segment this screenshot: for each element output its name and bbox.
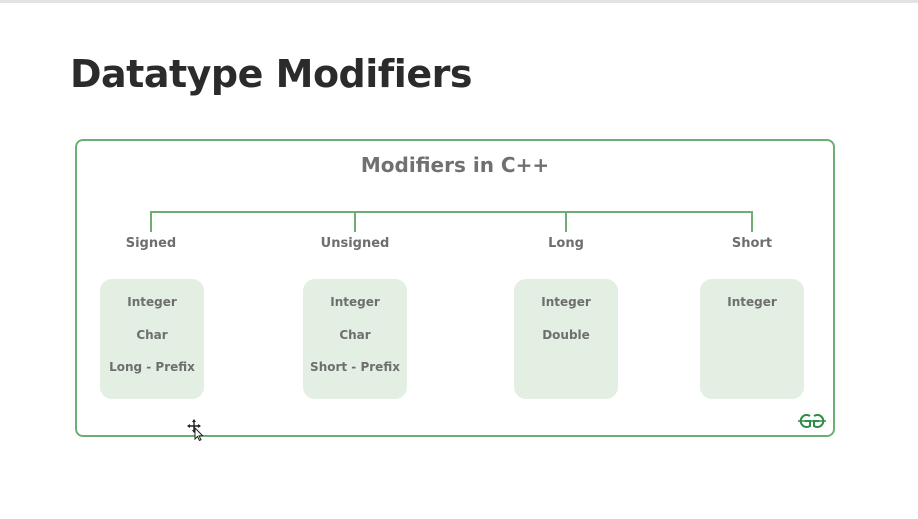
diagram-frame bbox=[75, 139, 835, 437]
node-label-long: Long bbox=[548, 236, 584, 251]
list-item: Integer bbox=[727, 295, 777, 309]
list-item: Short - Prefix bbox=[310, 360, 400, 374]
node-box-signed: Integer Char Long - Prefix bbox=[100, 279, 204, 399]
list-item: Double bbox=[542, 328, 590, 342]
node-box-unsigned: Integer Char Short - Prefix bbox=[303, 279, 407, 399]
gfg-logo-icon bbox=[798, 414, 826, 428]
move-cursor-icon bbox=[187, 419, 204, 441]
node-box-short: Integer bbox=[700, 279, 804, 399]
gfg-logo bbox=[796, 411, 828, 436]
slide-title: Datatype Modifiers bbox=[70, 52, 472, 96]
node-box-long: Integer Double bbox=[514, 279, 618, 399]
node-label-unsigned: Unsigned bbox=[320, 236, 390, 251]
list-item: Char bbox=[339, 328, 371, 342]
node-label-short: Short bbox=[731, 236, 773, 251]
list-item: Integer bbox=[330, 295, 380, 309]
top-divider bbox=[0, 0, 918, 3]
list-item: Integer bbox=[127, 295, 177, 309]
diagram-title: Modifiers in C++ bbox=[360, 153, 550, 177]
node-label-signed: Signed bbox=[125, 236, 177, 251]
list-item: Char bbox=[136, 328, 168, 342]
list-item: Long - Prefix bbox=[109, 360, 195, 374]
list-item: Integer bbox=[541, 295, 591, 309]
